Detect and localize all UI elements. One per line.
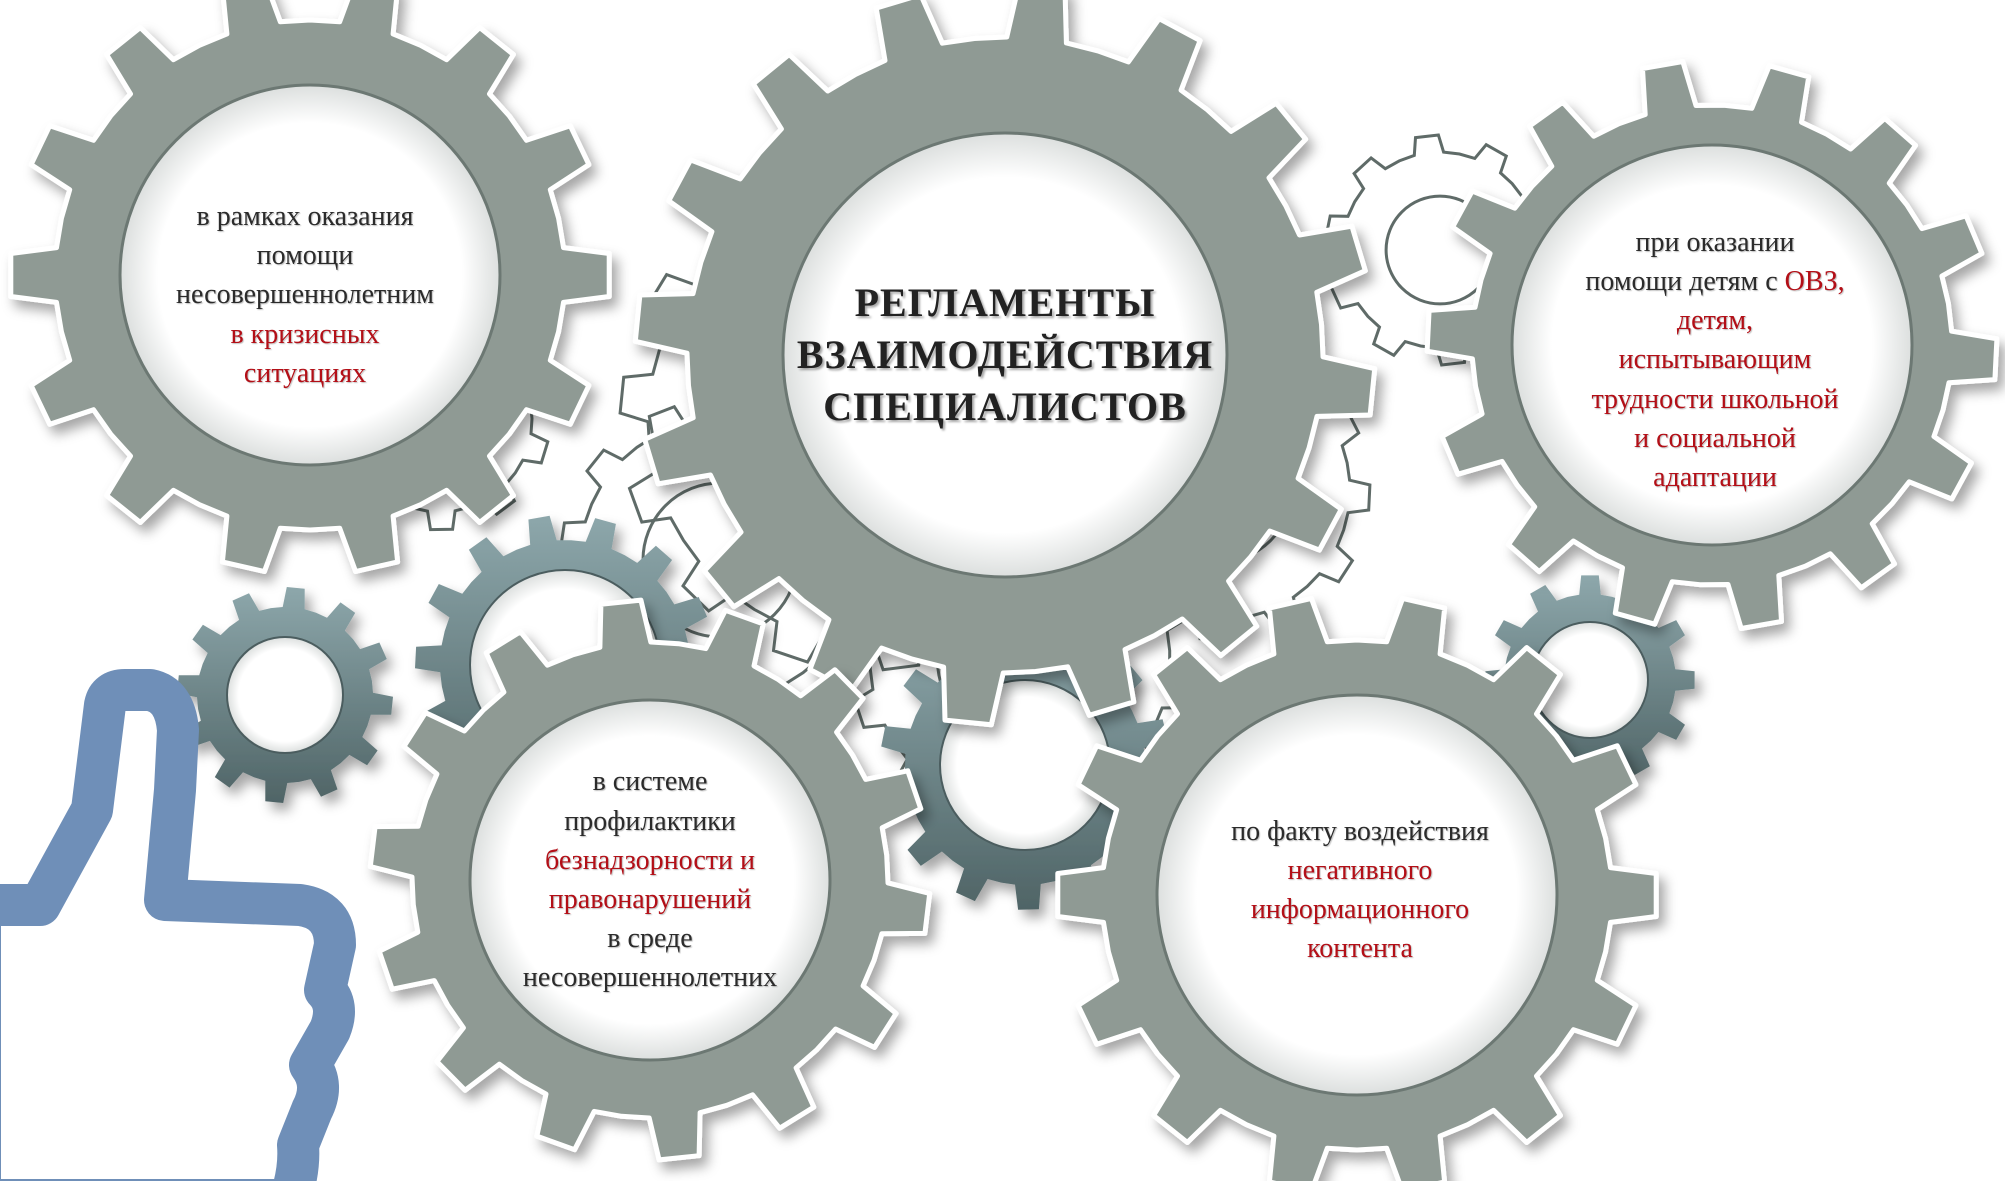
title-line: РЕГЛАМЕНТЫ xyxy=(854,280,1156,325)
highlight-line: информационного xyxy=(1250,894,1470,925)
highlight-line: испытывающим xyxy=(1618,344,1812,376)
highlight-line: адаптации xyxy=(1653,461,1777,493)
highlight-line: трудности школьной xyxy=(1591,383,1839,415)
big-gear-hole xyxy=(781,131,1229,579)
text-line: помощи xyxy=(256,240,354,272)
gear-top-left-text: в рамках оказания помощи несовершеннолет… xyxy=(115,160,495,430)
title-line: ВЗАИМОДЕЙСТВИЯ xyxy=(796,332,1214,377)
text-line: в системе xyxy=(592,766,708,798)
highlight-fragment: ОВЗ, xyxy=(1784,266,1845,298)
big-gear-hole xyxy=(1510,143,1914,547)
highlight-line: и социальной xyxy=(1634,422,1796,454)
gear-bottom-right-text: по факту воздействия негативного информа… xyxy=(1165,800,1555,980)
text-line: в рамках оказания xyxy=(196,201,414,233)
text-line: помощи детям с ОВЗ, xyxy=(1585,262,1844,301)
thumbs-up-icon xyxy=(0,669,356,1181)
big-gear-hole xyxy=(468,698,832,1062)
highlight-line: ситуациях xyxy=(243,357,367,389)
center-title: РЕГЛАМЕНТЫ ВЗАИМОДЕЙСТВИЯ СПЕЦИАЛИСТОВ xyxy=(765,250,1245,460)
text-line: при оказании xyxy=(1635,226,1795,258)
text-line: по факту воздействия xyxy=(1231,815,1489,847)
main-gears xyxy=(8,0,2000,1181)
title-line: СПЕЦИАЛИСТОВ xyxy=(823,384,1187,429)
gear-bottom-left-text: в системе профилактики безнадзорности и … xyxy=(480,755,820,1005)
highlight-line: безнадзорности и xyxy=(545,844,755,876)
text-line: профилактики xyxy=(564,805,736,837)
big-gear-hole xyxy=(1155,693,1559,1097)
big-gear-hole xyxy=(118,83,502,467)
text-fragment: помощи детям с xyxy=(1585,266,1785,298)
highlight-line: в кризисных xyxy=(230,318,380,350)
highlight-line: негативного xyxy=(1287,854,1433,886)
highlight-line: детям, xyxy=(1676,305,1754,337)
gear-top-right-text: при оказании помощи детям с ОВЗ, детям, … xyxy=(1515,205,1915,515)
highlight-line: контента xyxy=(1307,933,1413,965)
text-line: в среде xyxy=(607,923,693,955)
text-line: несовершеннолетних xyxy=(522,962,778,994)
small-gear-hole xyxy=(226,636,344,754)
highlight-line: правонарушений xyxy=(548,884,752,915)
text-line: несовершеннолетним xyxy=(176,279,434,311)
